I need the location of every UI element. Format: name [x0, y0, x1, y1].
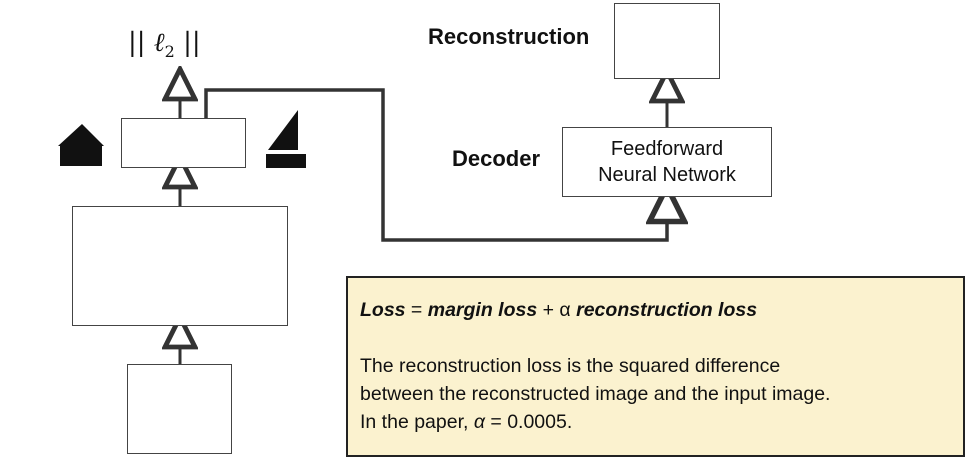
reconstruction-label: Reconstruction — [428, 24, 590, 49]
formula-margin-loss: margin loss — [427, 299, 538, 321]
reconstruction-image-box — [614, 3, 720, 79]
formula-reconstruction-loss: reconstruction loss — [576, 299, 758, 321]
loss-formula: Loss = margin loss + α reconstruction lo… — [360, 296, 951, 324]
house-icon — [58, 124, 104, 166]
note-line1: The reconstruction loss is the squared d… — [360, 355, 781, 377]
feedforward-line2: Neural Network — [598, 164, 736, 186]
digit-capsules-box — [121, 118, 246, 168]
note-line3-prefix: In the paper, — [360, 411, 474, 433]
formula-equals: = — [405, 299, 428, 321]
norm-bars-right: || — [183, 28, 201, 58]
sailboat-icon — [266, 110, 306, 168]
note-line3: In the paper, α = 0.0005. — [360, 408, 951, 436]
decoder-label: Decoder — [452, 146, 541, 171]
formula-loss: Loss — [360, 299, 406, 321]
norm-subscript: 2 — [164, 42, 175, 62]
formula-plus-alpha: + α — [537, 299, 577, 321]
primary-capsules-box — [72, 206, 288, 326]
connector-to-decoder — [204, 88, 667, 242]
note-line3-alpha: α — [473, 411, 485, 433]
input-image-box — [127, 364, 232, 454]
feedforward-network-box: Feedforward Neural Network — [562, 127, 772, 197]
note-line2: between the reconstructed image and the … — [360, 383, 831, 405]
note-line3-suffix: = 0.0005. — [484, 411, 573, 433]
loss-explanation-box: Loss = margin loss + α reconstruction lo… — [346, 276, 965, 457]
norm-bars-left: || — [128, 28, 146, 58]
feedforward-line1: Feedforward — [610, 138, 724, 160]
l2-norm-label: || ℓ2 || — [128, 28, 201, 61]
norm-symbol: ℓ — [153, 28, 165, 58]
